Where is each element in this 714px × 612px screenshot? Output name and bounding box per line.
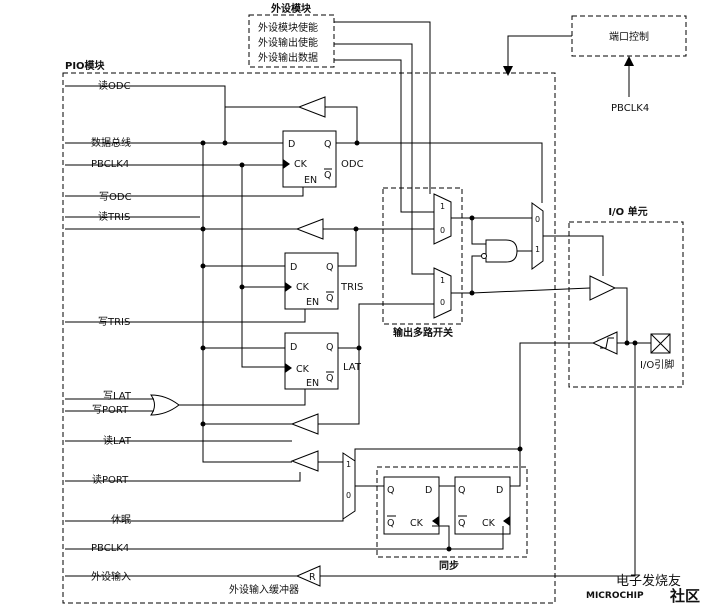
- io-unit-box: [568, 221, 684, 388]
- pio-module-title: PIO模块: [65, 59, 106, 72]
- schmitt-input-buffer: [591, 331, 618, 355]
- read-port-label: 读PORT: [92, 473, 129, 486]
- svg-text:EN: EN: [306, 378, 319, 389]
- mux-bottom: 1 0: [433, 267, 452, 319]
- sleep-label: 休眠: [111, 514, 131, 526]
- output-mux-box: [382, 187, 463, 325]
- svg-text:Q: Q: [387, 485, 394, 496]
- and-gate-invert: [481, 253, 487, 259]
- svg-text:D: D: [290, 262, 297, 273]
- pio-module-box: [62, 72, 556, 604]
- read-tris-buffer: [295, 218, 324, 240]
- junctions: [200, 140, 638, 552]
- read-lat-buffer: [290, 413, 319, 435]
- svg-text:1: 1: [535, 245, 540, 254]
- svg-text:EN: EN: [304, 175, 317, 186]
- svg-text:D: D: [425, 485, 432, 496]
- read-port-buffer: [290, 450, 319, 472]
- svg-text:CK: CK: [294, 159, 308, 170]
- svg-text:Q: Q: [324, 170, 331, 181]
- svg-text:Q: Q: [387, 518, 394, 529]
- svg-text:1: 1: [440, 202, 445, 211]
- pbclk4-arrow: [624, 56, 634, 66]
- svg-text:0: 0: [440, 226, 445, 235]
- svg-text:0: 0: [535, 215, 540, 224]
- odc-register-name: ODC: [341, 159, 364, 170]
- enable-and-gate: [485, 239, 518, 263]
- svg-text:CK: CK: [296, 282, 310, 293]
- sync-title: 同步: [439, 559, 459, 572]
- peripheral-output-enable-label: 外设输出使能: [258, 36, 318, 49]
- svg-text:EN: EN: [306, 297, 319, 308]
- svg-text:1: 1: [440, 276, 445, 285]
- peripheral-enable-label: 外设模块使能: [258, 21, 318, 34]
- svg-text:Q: Q: [326, 342, 333, 353]
- svg-text:0: 0: [440, 298, 445, 307]
- peripheral-module-box: [248, 14, 335, 68]
- wires: [65, 21, 651, 577]
- svg-text:CK: CK: [482, 518, 496, 529]
- port-control-label: 端口控制: [609, 30, 649, 43]
- tris-register-name: TRIS: [340, 282, 363, 293]
- svg-text:CK: CK: [410, 518, 424, 529]
- svg-text:D: D: [288, 139, 295, 150]
- svg-text:1: 1: [346, 460, 351, 469]
- svg-text:D: D: [290, 342, 297, 353]
- svg-text:Q: Q: [458, 518, 465, 529]
- watermark-site: 社区: [669, 587, 700, 605]
- schmitt-symbol: [600, 337, 614, 349]
- svg-text:Q: Q: [326, 293, 333, 304]
- odc-register: D Q CK EN Q ODC: [282, 130, 364, 188]
- mux-sync: 1 0: [342, 452, 356, 520]
- io-unit-title: I/O 单元: [608, 205, 647, 218]
- microchip-logo-text: MICROCHIP: [586, 591, 644, 601]
- periph-in-buffer-r: R: [309, 572, 316, 583]
- output-driver: [589, 275, 617, 301]
- io-pin-label: I/O引脚: [640, 358, 674, 371]
- watermark: MICROCHIP 社区 电子发烧友: [586, 573, 700, 605]
- svg-text:D: D: [496, 485, 503, 496]
- tris-register: D Q CK EN Q TRIS: [284, 252, 363, 310]
- io-pin-cross: [650, 333, 671, 354]
- output-mux-title: 输出多路开关: [393, 326, 453, 339]
- port-control-arrow: [503, 66, 513, 76]
- lat-register: D Q CK EN Q LAT: [284, 332, 362, 390]
- mux-right: 0 1: [531, 202, 544, 270]
- periph-in-buffer-label: 外设输入缓冲器: [229, 583, 299, 596]
- svg-text:Q: Q: [326, 373, 333, 384]
- write-odc-label: 写ODC: [99, 191, 132, 203]
- lat-register-name: LAT: [343, 362, 362, 373]
- port-control-line: [507, 35, 572, 66]
- peripheral-module-title: 外设模块: [270, 2, 312, 15]
- read-odc-buffer: [297, 96, 326, 118]
- watermark-cn: 电子发烧友: [616, 573, 681, 589]
- write-lat-label: 写LAT: [103, 390, 132, 402]
- svg-text:Q: Q: [326, 262, 333, 273]
- sync-ff-2: Q D Q CK: [454, 476, 511, 535]
- svg-text:Q: Q: [324, 139, 331, 150]
- sync-ff-1: Q D Q CK: [383, 476, 440, 535]
- svg-text:Q: Q: [458, 485, 465, 496]
- pbclk4-top-label: PBCLK4: [611, 103, 649, 114]
- svg-text:0: 0: [346, 491, 351, 500]
- mux-top: 1 0: [433, 193, 452, 245]
- peripheral-output-data-label: 外设输出数据: [258, 51, 318, 64]
- write-or-gate: [150, 394, 180, 416]
- sync-box: [376, 466, 528, 558]
- write-port-label: 写PORT: [92, 404, 129, 416]
- svg-text:CK: CK: [296, 364, 310, 375]
